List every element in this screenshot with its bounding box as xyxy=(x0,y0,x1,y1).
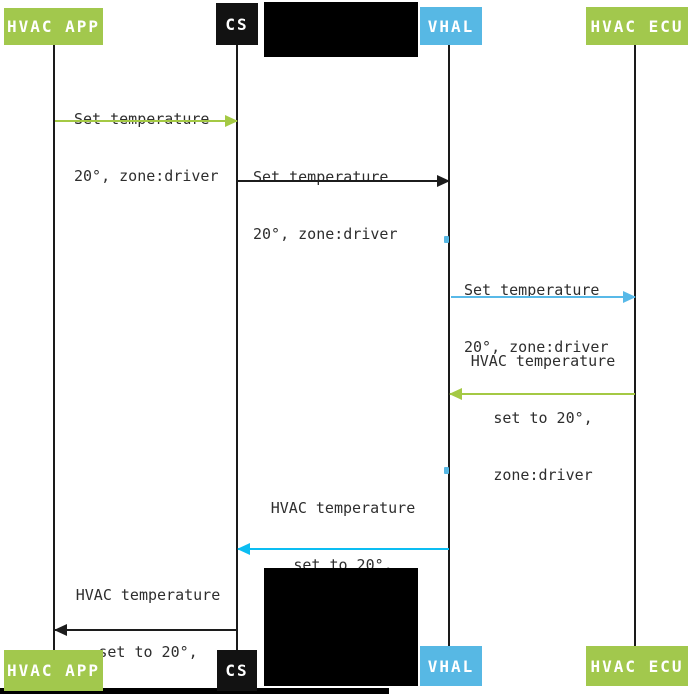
actor-hvac-ecu-top: HVAC ECU xyxy=(586,7,688,45)
message-label-set-temperature-2: Set temperature 20°, zone:driver xyxy=(253,168,398,243)
arrowhead-left-icon xyxy=(449,388,462,400)
actor-cs-bottom: CS xyxy=(217,650,257,691)
actor-hvac-app-label: HVAC APP xyxy=(6,17,101,36)
message-label-temperature-set-3: HVAC temperature set to 20°, zone:driver xyxy=(75,586,221,661)
actor-hvac-ecu-bottom: HVAC ECU xyxy=(586,646,688,686)
lifeline-blue-tick xyxy=(444,236,449,243)
message-arrow-cs-to-vhal xyxy=(238,175,450,187)
actor-cs-label: CS xyxy=(225,14,249,34)
message-label-set-temperature-1: Set temperature 20°, zone:driver xyxy=(74,110,219,185)
actor-vhal-label: VHAL xyxy=(427,656,475,676)
redaction-strip-bottom xyxy=(0,688,389,694)
arrowhead-right-icon xyxy=(623,291,636,303)
actor-vhal-bottom: VHAL xyxy=(420,646,482,686)
actor-vhal-top: VHAL xyxy=(420,7,482,45)
message-arrow-cs-to-app xyxy=(54,624,237,636)
actor-hvac-ecu-label: HVAC ECU xyxy=(590,656,684,676)
redaction-block-bottom xyxy=(264,568,418,686)
arrowhead-right-icon xyxy=(437,175,450,187)
arrowhead-right-icon xyxy=(225,115,238,127)
lifeline-hvac-ecu xyxy=(634,44,636,648)
actor-cs-label: CS xyxy=(225,661,249,680)
actor-cs-top: CS xyxy=(216,3,258,45)
message-arrow-ecu-to-vhal xyxy=(449,388,635,400)
lifeline-cs xyxy=(236,44,238,652)
actor-hvac-ecu-label: HVAC ECU xyxy=(590,16,684,36)
arrowhead-left-icon xyxy=(237,543,250,555)
actor-vhal-label: VHAL xyxy=(427,16,475,36)
message-label-temperature-set-1: HVAC temperature set to 20°, zone:driver xyxy=(470,352,616,484)
lifeline-blue-tick xyxy=(444,467,449,474)
lifeline-hvac-app xyxy=(53,44,55,652)
message-label-set-temperature-3: Set temperature 20°, zone:driver xyxy=(464,281,609,356)
actor-hvac-app-label: HVAC APP xyxy=(6,661,101,680)
message-arrow-vhal-to-cs xyxy=(237,543,449,555)
lifeline-vhal xyxy=(448,44,450,648)
redaction-block-top xyxy=(264,2,418,57)
arrowhead-left-icon xyxy=(54,624,67,636)
actor-hvac-app-bottom: HVAC APP xyxy=(4,650,103,691)
actor-hvac-app-top: HVAC APP xyxy=(4,8,103,45)
message-arrow-app-to-cs xyxy=(55,115,238,127)
message-arrow-vhal-to-ecu xyxy=(451,291,636,303)
